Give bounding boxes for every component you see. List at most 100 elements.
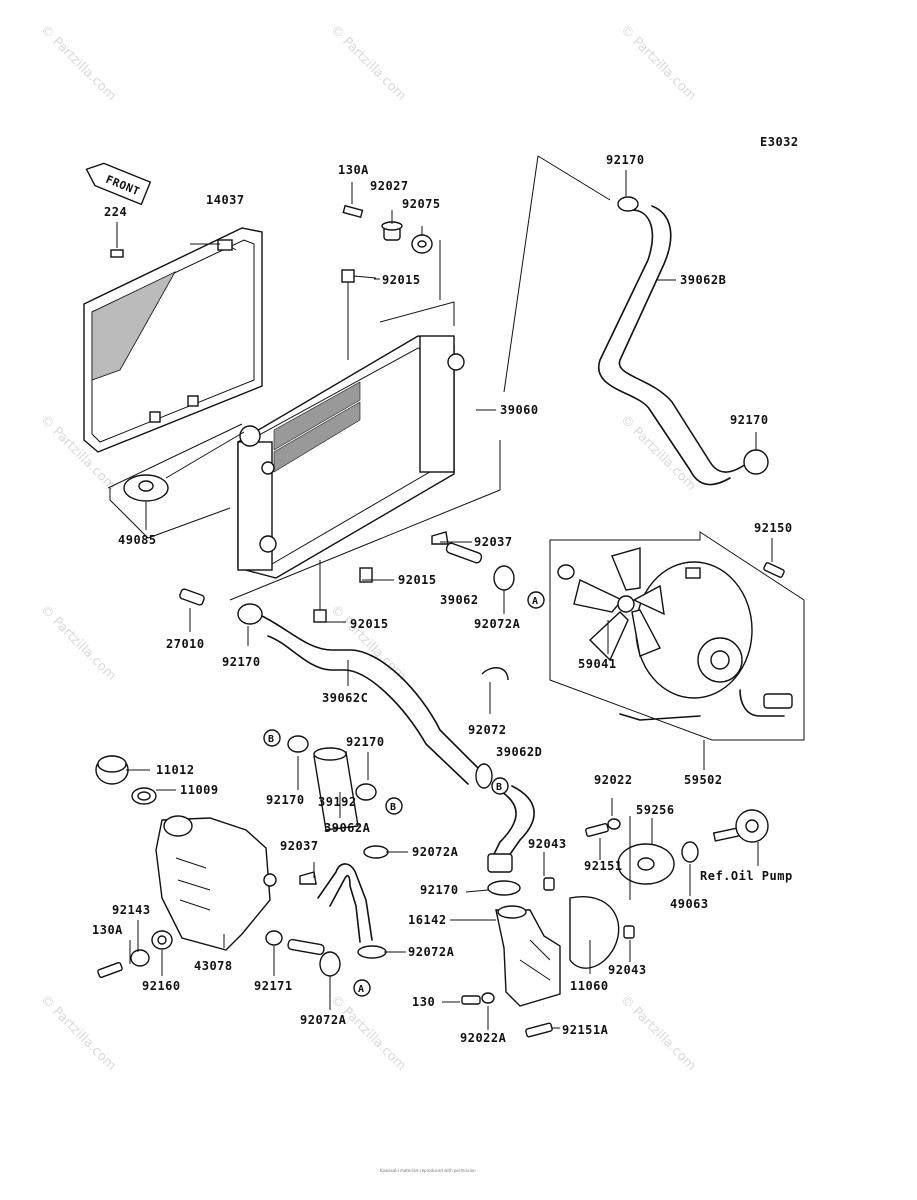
- radiator-cap: [123, 431, 245, 530]
- callout-39060: 39060: [500, 403, 539, 417]
- copyright-footer: Kawasaki materials reproduced with permi…: [380, 1168, 476, 1173]
- reservoir-tank: [155, 815, 277, 951]
- callout-labels: 130A 92027 92075 92015 14037 224 49085 3…: [92, 153, 793, 1045]
- clamp-92072a-low: [357, 945, 387, 959]
- washer-92022: [607, 818, 621, 830]
- callout-130: 130: [412, 995, 435, 1009]
- callout-49085: 49085: [118, 533, 157, 547]
- callout-39062a: 39062A: [324, 821, 371, 835]
- damper-92160: [151, 930, 173, 950]
- callout-92037-top: 92037: [474, 535, 513, 549]
- impeller-59256: [617, 843, 675, 885]
- callout-224: 224: [104, 205, 127, 219]
- callout-92170-right: 92170: [730, 413, 769, 427]
- callout-92015-mid: 92015: [398, 573, 437, 587]
- shaft-oil-pump: [712, 809, 769, 843]
- radiator-screen: [83, 227, 263, 453]
- ref-a-label: A: [532, 596, 539, 607]
- bolt-130: [461, 995, 481, 1005]
- hose-39062: [445, 542, 483, 564]
- hose-small-low: [287, 938, 325, 956]
- callout-92072a-mid: 92072A: [412, 845, 459, 859]
- grommet-92075: [411, 234, 433, 254]
- callout-92072: 92072: [468, 723, 507, 737]
- seal-49063: [681, 841, 699, 863]
- callout-92160: 92160: [142, 979, 181, 993]
- ref-a-label: A: [358, 984, 365, 995]
- screw-224: [110, 222, 124, 258]
- callout-92151: 92151: [584, 859, 623, 873]
- bracket-92015-mid: [359, 567, 373, 583]
- front-arrow-icon: FRONT: [85, 162, 152, 206]
- leader-lines: [126, 170, 773, 1030]
- cooling-fan-assembly: [549, 531, 805, 741]
- hose-39062a: [317, 863, 373, 943]
- ref-b-label: B: [268, 734, 275, 745]
- watermark: © Partzilla.com: [617, 992, 699, 1074]
- bolt-92151a: [525, 1022, 553, 1038]
- washer-92022a: [481, 992, 495, 1004]
- callout-16142: 16142: [408, 913, 447, 927]
- callout-39062b: 39062B: [680, 273, 726, 287]
- callout-59502: 59502: [684, 773, 723, 787]
- ref-b-label: B: [496, 782, 503, 793]
- callout-59041: 59041: [578, 657, 617, 671]
- diagram-code: E3032: [760, 135, 799, 149]
- callout-11060: 11060: [570, 979, 609, 993]
- callout-92015-top: 92015: [382, 273, 421, 287]
- callout-92027: 92027: [370, 179, 409, 193]
- watermark: © Partzilla.com: [37, 22, 119, 104]
- clamp-92072a-top: [493, 565, 515, 591]
- callout-92075: 92075: [402, 197, 441, 211]
- reservoir-cap: [95, 755, 129, 785]
- callout-11012: 11012: [156, 763, 195, 777]
- bracket-92015-low: [313, 609, 327, 623]
- watermark: © Partzilla.com: [617, 22, 699, 104]
- callout-39062d: 39062D: [496, 745, 542, 759]
- callout-92170-b: 92170: [346, 735, 385, 749]
- callout-92072a-low: 92072A: [408, 945, 455, 959]
- callout-92037-low: 92037: [280, 839, 319, 853]
- hose-39062c: [237, 603, 493, 789]
- callout-92043-low: 92043: [608, 963, 647, 977]
- callout-14037: 14037: [206, 193, 245, 207]
- callout-92143: 92143: [112, 903, 151, 917]
- collar-92143: [130, 949, 150, 967]
- callout-92022a: 92022A: [460, 1031, 507, 1045]
- callout-92170-left: 92170: [222, 655, 261, 669]
- reservoir-gasket: [131, 787, 157, 805]
- hose-39062b: [597, 196, 769, 486]
- bracket-92015-top: [341, 269, 355, 283]
- callout-92150: 92150: [754, 521, 793, 535]
- clamp-92170-pump: [487, 880, 521, 896]
- callout-130a-tank: 130A: [92, 923, 123, 937]
- watermark: © Partzilla.com: [327, 602, 409, 684]
- clamp-92170-b-right: [355, 783, 377, 801]
- bolt-92151: [585, 823, 609, 837]
- callout-11009: 11009: [180, 783, 219, 797]
- bolt-130a-tank: [97, 962, 123, 978]
- callout-92170-pump: 92170: [420, 883, 459, 897]
- callout-92170-top: 92170: [606, 153, 645, 167]
- gasket-11060: [569, 896, 620, 969]
- watermark: © Partzilla.com: [327, 22, 409, 104]
- clamp-92171: [265, 930, 283, 946]
- callout-49063: 49063: [670, 897, 709, 911]
- callout-27010: 27010: [166, 637, 205, 651]
- callout-59256: 59256: [636, 803, 675, 817]
- water-pump-cover-16142: [495, 905, 561, 1007]
- ref-b-icon: B B B: [263, 729, 509, 815]
- callout-92072a-bottom: 92072A: [300, 1013, 347, 1027]
- watermark: © Partzilla.com: [37, 992, 119, 1074]
- ref-b-label: B: [390, 802, 397, 813]
- radiator: [237, 335, 465, 579]
- callout-130a-top: 130A: [338, 163, 369, 177]
- grommet-92037-low: [299, 871, 317, 885]
- callout-92151a: 92151A: [562, 1023, 609, 1037]
- callout-92170-b-left: 92170: [266, 793, 305, 807]
- ref-a-icon: A A: [353, 591, 545, 997]
- callout-92171: 92171: [254, 979, 293, 993]
- callout-43078: 43078: [194, 959, 233, 973]
- fan-switch: [179, 588, 205, 632]
